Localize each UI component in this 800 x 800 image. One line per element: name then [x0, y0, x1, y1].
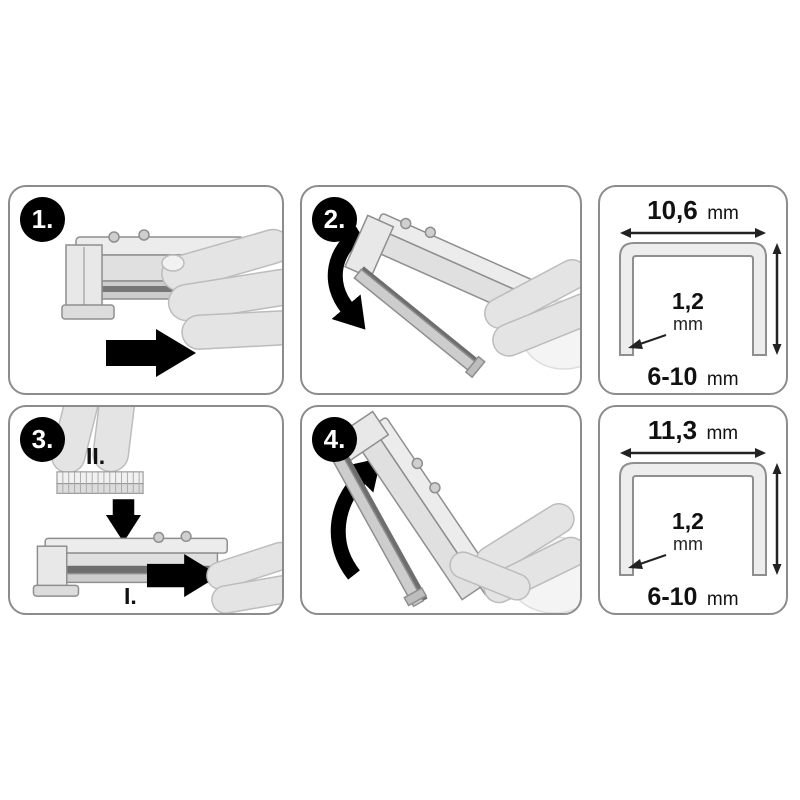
wire-gauge-arrow	[628, 334, 667, 349]
stapler-graphic	[32, 530, 228, 597]
leg-length-arrow	[772, 463, 782, 575]
stapler-graphic	[344, 213, 549, 379]
wire-gauge-label: 1,2	[672, 508, 704, 534]
staple-strip-graphic	[56, 471, 144, 494]
staple-spec-panel-2: 11,3 mm 1,2 mm	[598, 405, 788, 615]
staple-diagram: 10,6 mm 1,2 mm	[619, 195, 782, 391]
step-panel-4: 4.	[300, 405, 582, 615]
step-number: 1.	[31, 204, 54, 234]
staple-shape	[619, 242, 767, 356]
crown-width-arrow	[620, 448, 766, 458]
step-number-badge: 2.	[312, 197, 357, 242]
wire-gauge-unit: mm	[673, 534, 703, 554]
insert-label: I.	[124, 583, 137, 609]
step-panel-1: 1.	[8, 185, 284, 395]
step-number: 4.	[323, 424, 346, 454]
closing-magazine-rail	[329, 448, 428, 608]
crown-width-arrow	[620, 228, 766, 238]
step-panel-3: 3. II. I.	[8, 405, 284, 615]
leg-length-label: 6-10 mm	[647, 363, 738, 391]
crown-width-label: 10,6 mm	[647, 195, 739, 225]
hand-graphic	[161, 228, 282, 350]
staple-diagram: 11,3 mm 1,2 mm	[619, 415, 782, 611]
hand-graphic	[484, 259, 580, 370]
step-1-illustration	[61, 228, 282, 377]
wire-gauge-unit: mm	[673, 314, 703, 334]
wire-gauge-label: 1,2	[672, 288, 704, 314]
hand-graphic	[449, 503, 580, 613]
panel-grid: 1.	[8, 185, 788, 615]
step-3-illustration	[32, 407, 282, 613]
step-number-badge: 1.	[20, 197, 65, 242]
crown-width-label: 11,3 mm	[648, 415, 738, 445]
step-2-illustration	[327, 213, 580, 379]
step-panel-2: 2.	[300, 185, 582, 395]
stapler-graphic	[323, 410, 501, 608]
staple-spec-panel-1: 10,6 mm 1,2 mm	[598, 185, 788, 395]
strip-label: II.	[86, 443, 106, 469]
step-number: 3.	[31, 424, 54, 454]
curved-arrow-down-icon	[327, 226, 366, 330]
hand-bottom-graphic	[206, 541, 282, 613]
wire-gauge-arrow	[628, 554, 667, 569]
leg-length-label: 6-10 mm	[647, 583, 738, 611]
step-number-badge: 4.	[312, 417, 357, 462]
step-number: 2.	[323, 204, 346, 234]
staple-shape	[619, 462, 767, 576]
open-magazine-rail	[353, 266, 486, 379]
leg-length-arrow	[772, 243, 782, 355]
step-4-illustration	[323, 410, 580, 613]
step-number-badge: 3.	[20, 417, 65, 462]
